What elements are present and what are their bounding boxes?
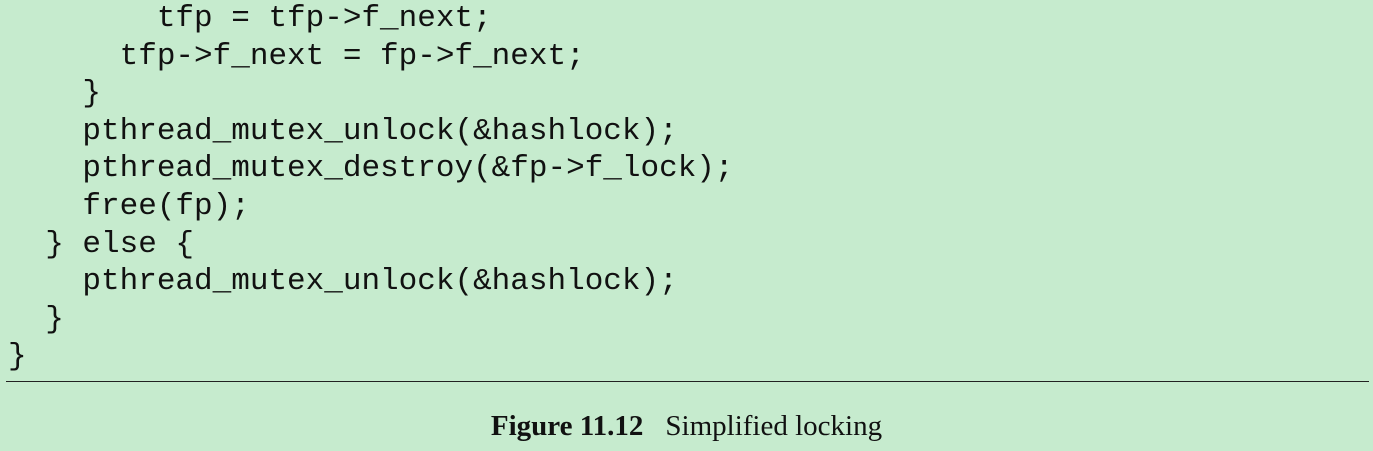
- figure-label: Figure 11.12: [490, 410, 644, 442]
- code-line: free(fp);: [8, 188, 250, 224]
- code-line: tfp->f_next = fp->f_next;: [8, 38, 585, 74]
- code-line: }: [8, 339, 27, 375]
- code-line: pthread_mutex_unlock(&hashlock);: [8, 113, 678, 149]
- figure-caption: Figure 11.12 Simplified locking: [0, 410, 1373, 443]
- code-line: } else {: [8, 226, 195, 262]
- divider-rule: [6, 381, 1369, 382]
- code-line: }: [8, 76, 102, 112]
- code-line: pthread_mutex_destroy(&fp->f_lock);: [8, 151, 734, 187]
- code-line: tfp = tfp->f_next;: [8, 1, 492, 36]
- code-listing: tfp = tfp->f_next; tfp->f_next = fp->f_n…: [8, 0, 734, 376]
- code-line: pthread_mutex_unlock(&hashlock);: [8, 264, 678, 300]
- code-line: }: [8, 301, 64, 337]
- figure-title: Simplified locking: [665, 410, 883, 442]
